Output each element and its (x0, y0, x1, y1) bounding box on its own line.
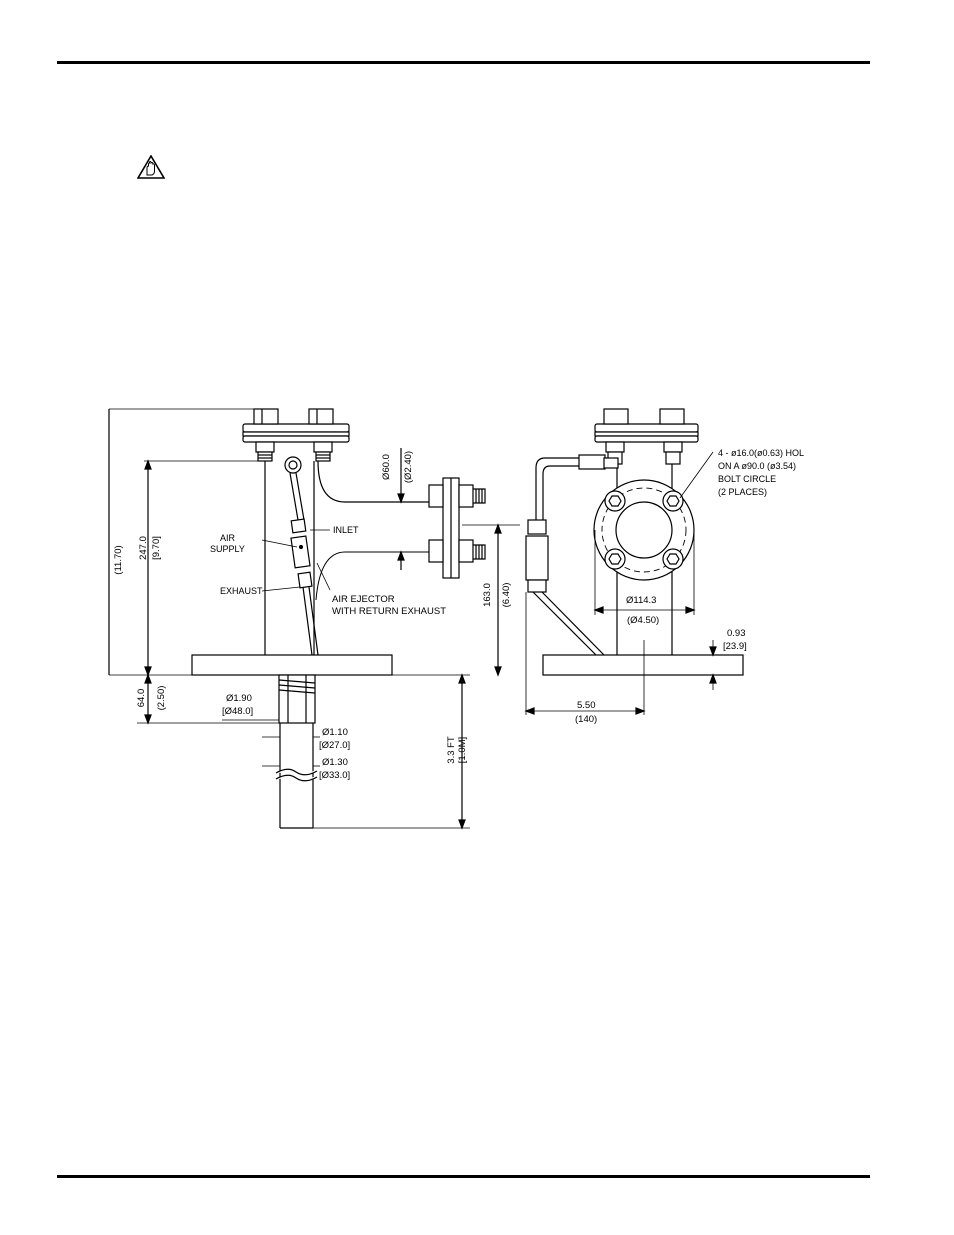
thread-len-in: (2.50) (156, 686, 167, 711)
base-thickness-in: 0.93 (727, 628, 746, 639)
callout-air-supply-2: SUPPLY (210, 544, 245, 554)
callout-air-supply-1: AIR (220, 533, 236, 543)
bolt-note-line-3: BOLT CIRCLE (718, 474, 776, 484)
tube2-dia-in: Ø1.30 (322, 757, 348, 768)
thread-len-mm: 64.0 (136, 689, 147, 708)
offset-in: 5.50 (577, 700, 596, 711)
bolt-note-line-2: ON A ø90.0 (ø3.54) (718, 461, 796, 471)
probe-length-m: [1.0M] (457, 737, 468, 763)
hex-dia-in: Ø1.90 (226, 693, 252, 704)
callout-ejector-2: WITH RETURN EXHAUST (332, 606, 446, 617)
callout-inlet: INLET (333, 525, 359, 535)
probe-length-ft: 3.3 FT (446, 736, 457, 764)
tube1-dia-mm: [Ø27.0] (319, 740, 350, 751)
tube2-dia-mm: [Ø33.0] (319, 770, 350, 781)
port-height-mm: 163.0 (482, 583, 493, 607)
port-height-in: (6.40) (501, 583, 512, 608)
height-mm: 247.0 (138, 536, 149, 560)
port-dia-in: (Ø2.40) (403, 451, 414, 483)
bolt-note-line-4: (2 PLACES) (718, 487, 767, 497)
tube1-dia-in: Ø1.10 (322, 727, 348, 738)
flange-dia-mm: Ø114.3 (626, 595, 656, 606)
height-in: [9.70] (151, 536, 162, 560)
offset-mm: (140) (575, 714, 597, 725)
port-dia-mm: Ø60.0 (381, 454, 392, 480)
callout-exhaust: EXHAUST (220, 586, 263, 596)
base-thickness-mm: [23.9] (723, 641, 747, 652)
hex-dia-mm: [Ø48.0] (222, 706, 253, 717)
bolt-note-line-1: 4 - ø16.0(ø0.63) HOL (718, 448, 804, 458)
overall-height-in: (11.70) (113, 545, 124, 574)
callout-ejector-1: AIR EJECTOR (332, 594, 395, 605)
flange-dia-in: (Ø4.50) (627, 615, 659, 626)
